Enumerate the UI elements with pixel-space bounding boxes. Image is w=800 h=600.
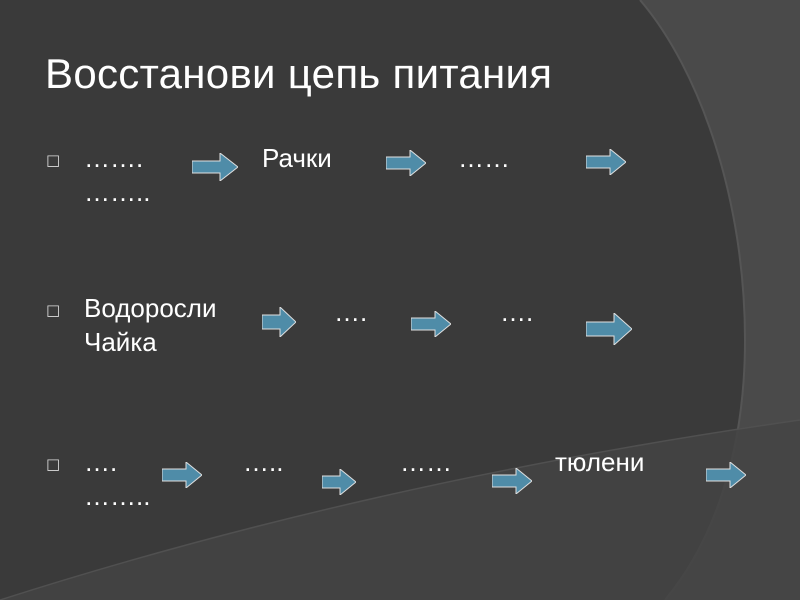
right-arrow-icon <box>386 150 426 176</box>
chain-3-item-2: ….. <box>243 447 284 477</box>
chain-3-item-4: тюлени <box>555 447 645 477</box>
chain-2-item-1: Водоросли <box>84 293 217 323</box>
right-arrow-icon <box>322 469 356 495</box>
chain-3-item-5: …….. <box>84 481 151 511</box>
chain-2-item-2: …. <box>334 297 368 327</box>
slide-title: Восстанови цепь питания <box>45 50 553 97</box>
chain-1-item-3: …… <box>458 143 510 173</box>
right-arrow-icon <box>706 462 746 488</box>
chain-3-item-3: …… <box>400 447 452 477</box>
chain-1-item-1: ……. <box>84 143 144 173</box>
right-arrow-icon <box>586 313 632 345</box>
right-arrow-icon <box>192 153 238 181</box>
right-arrow-icon <box>492 468 532 494</box>
right-arrow-icon <box>411 311 451 337</box>
right-arrow-icon <box>586 149 626 175</box>
right-arrow-icon <box>262 307 296 337</box>
chain-1-item-2: Рачки <box>262 143 332 173</box>
square-bullet-icon: □ <box>46 301 61 319</box>
right-arrow-icon <box>162 462 202 488</box>
square-bullet-icon: □ <box>46 151 61 169</box>
chain-1-item-4: …….. <box>84 177 151 207</box>
chain-2-item-4: Чайка <box>84 327 157 357</box>
chain-2-item-3: …. <box>500 297 534 327</box>
square-bullet-icon: □ <box>46 455 61 473</box>
chain-3-item-1: …. <box>84 447 118 477</box>
